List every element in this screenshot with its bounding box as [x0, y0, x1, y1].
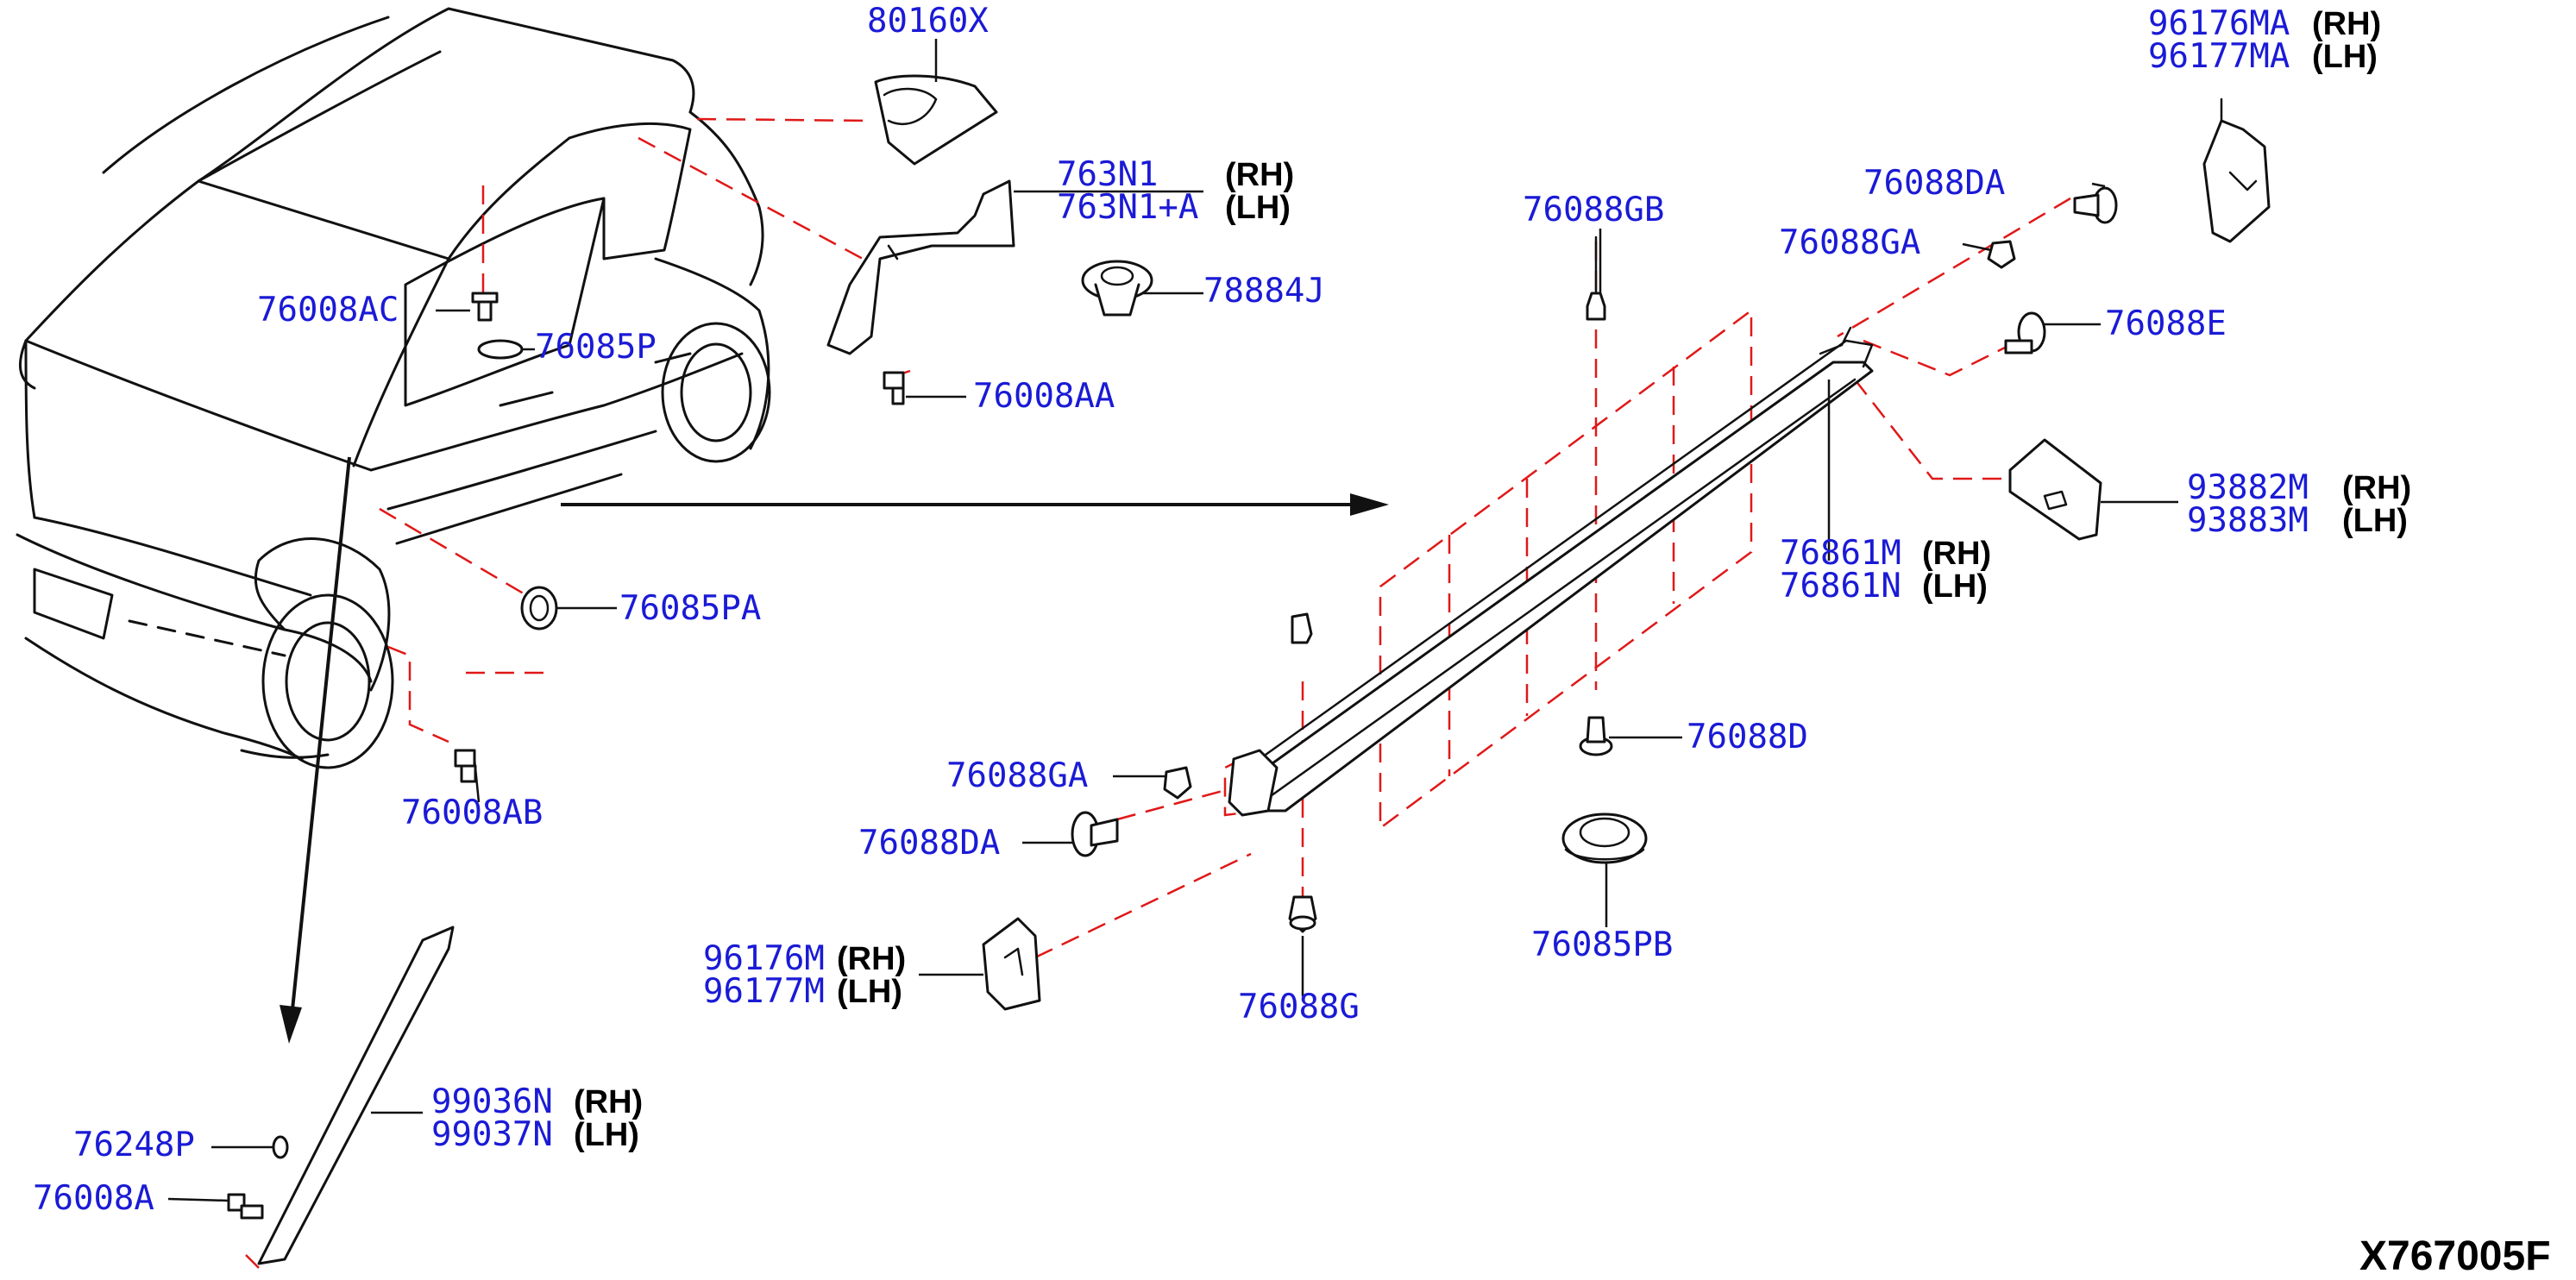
vehicle-outline	[16, 7, 771, 769]
label-763n1a: 763N1+A	[1057, 188, 1198, 227]
label-76088ga-top: 76088GA	[1779, 223, 1920, 262]
part-76088gb-icon	[1586, 235, 1606, 321]
label-76088da-low: 76088DA	[858, 824, 1000, 863]
part-76088da-top-icon	[2073, 186, 2118, 224]
label-76861m: 76861M	[1780, 534, 1901, 573]
label-76085pa: 76085PA	[619, 589, 761, 628]
label-76088ga-low: 76088GA	[946, 756, 1088, 795]
label-93883m-side: (LH)	[2342, 503, 2408, 539]
leader-lines	[167, 39, 2178, 1202]
label-76085p: 76085P	[535, 328, 657, 367]
part-76085p-icon	[477, 339, 524, 360]
part-96176ma-icon	[2202, 97, 2271, 243]
label-96176ma: 96176MA	[2148, 4, 2290, 43]
label-76861n: 76861N	[1780, 567, 1901, 605]
label-76085pb: 76085PB	[1531, 925, 1673, 964]
label-93883m: 93883M	[2187, 501, 2309, 540]
part-76085pa-icon	[520, 586, 558, 631]
label-96177ma-side: (LH)	[2312, 39, 2378, 75]
part-78884j-icon	[1081, 260, 1153, 317]
label-93882m: 93882M	[2187, 468, 2309, 507]
label-96176m-side: (RH)	[837, 941, 906, 977]
part-labels: 80160X 763N1 (RH) 763N1+A (LH) 78884J 76…	[33, 2, 2551, 1279]
label-96176ma-side: (RH)	[2312, 6, 2381, 42]
part-76088ga-low-icon	[1163, 766, 1192, 800]
label-76248p: 76248P	[73, 1126, 195, 1164]
label-99037n-side: (LH)	[574, 1117, 639, 1153]
label-76861n-side: (LH)	[1922, 568, 1988, 605]
label-763n1a-side: (LH)	[1225, 190, 1291, 226]
label-76008aa: 76008AA	[973, 377, 1115, 416]
part-76085pb-icon	[1561, 813, 1648, 864]
label-93882m-side: (RH)	[2342, 470, 2411, 506]
label-96177m: 96177M	[703, 972, 825, 1011]
label-96176m: 96176M	[703, 939, 825, 978]
part-99036n-icon	[257, 925, 455, 1265]
part-76008aa-icon	[883, 371, 905, 405]
label-76008ab: 76008AB	[401, 794, 543, 832]
label-76008ac: 76008AC	[257, 291, 399, 329]
part-clip-upper-icon	[1291, 612, 1313, 644]
part-763n1-icon	[826, 179, 1015, 355]
direction-arrows	[280, 456, 1389, 1044]
part-76008ac-icon	[471, 292, 499, 322]
part-76088g-icon	[1288, 895, 1317, 933]
part-76088da-low-icon	[1071, 811, 1119, 857]
label-763n1: 763N1	[1057, 155, 1158, 194]
label-76088d: 76088D	[1687, 718, 1808, 756]
label-96177m-side: (LH)	[837, 974, 902, 1010]
label-99037n: 99037N	[431, 1115, 553, 1154]
label-96177ma: 96177MA	[2148, 37, 2290, 76]
part-76248p-icon	[272, 1135, 289, 1159]
part-93882m-icon	[2008, 438, 2102, 541]
label-80160x: 80160X	[867, 2, 989, 41]
label-76088gb: 76088GB	[1523, 191, 1664, 229]
label-76088da-top: 76088DA	[1863, 164, 2005, 203]
part-76088ga-top-icon	[1987, 240, 2016, 269]
part-76088d-icon	[1579, 716, 1613, 756]
label-76088e: 76088E	[2105, 304, 2227, 343]
label-76861m-side: (RH)	[1922, 536, 1991, 572]
diagram-code: X767005F	[2359, 1233, 2551, 1279]
label-78884j: 78884J	[1203, 272, 1325, 311]
label-76088g: 76088G	[1238, 988, 1360, 1026]
part-96176m-icon	[982, 917, 1041, 1011]
part-76088e-icon	[2004, 311, 2046, 355]
part-80160x-icon	[874, 74, 998, 166]
label-76008a: 76008A	[33, 1179, 154, 1218]
label-99036n: 99036N	[431, 1082, 553, 1121]
part-end-bracket-icon	[1228, 749, 1279, 817]
part-76008ab-icon	[454, 749, 477, 783]
part-76008a-icon	[227, 1193, 264, 1220]
label-763n1-side: (RH)	[1225, 157, 1294, 193]
label-99036n-side: (RH)	[574, 1084, 643, 1120]
